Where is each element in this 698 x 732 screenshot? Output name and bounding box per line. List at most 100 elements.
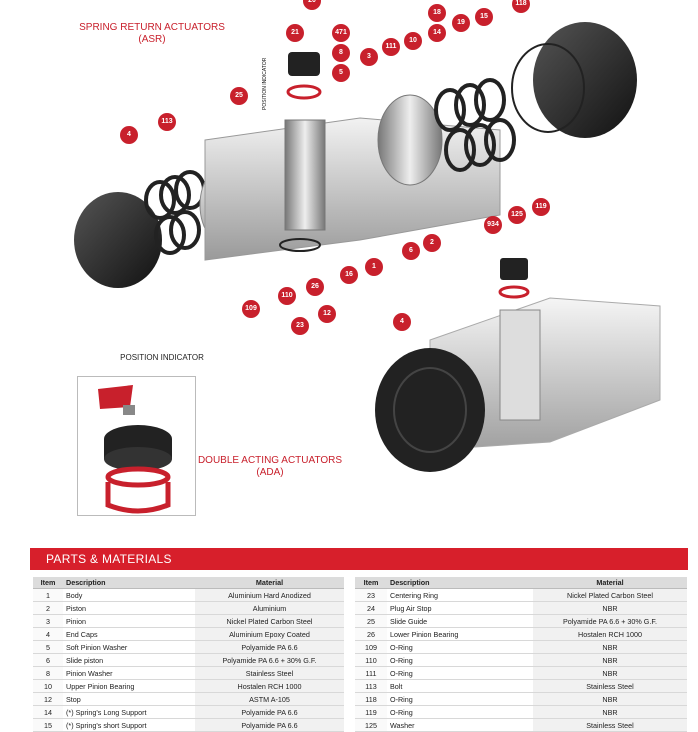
col-header-material: Material <box>195 577 344 589</box>
parts-materials-heading: PARTS & MATERIALS <box>30 548 688 570</box>
cell-item: 23 <box>355 588 387 602</box>
callout-111: 111 <box>382 38 400 56</box>
cell-description: Bolt <box>387 679 533 693</box>
cell-description: Piston <box>63 601 195 615</box>
col-header-item: Item <box>33 577 63 589</box>
cell-description: Centering Ring <box>387 588 533 602</box>
cell-material: Stainless Steel <box>533 718 687 732</box>
cell-material: Polyamide PA 6.6 <box>195 718 344 732</box>
cell-description: Slide piston <box>63 653 195 667</box>
ada-title-line2: (ADA) <box>256 467 284 478</box>
right-piston <box>377 94 443 186</box>
cell-material: Aluminium Epoxy Coated <box>195 627 344 641</box>
cell-material: Polyamide PA 6.6 + 30% G.F. <box>533 614 687 628</box>
col-header-description: Description <box>63 577 195 589</box>
callout-934: 934 <box>484 216 502 234</box>
cell-item: 125 <box>355 718 387 732</box>
col-header-item: Item <box>355 577 387 589</box>
col-header-description: Description <box>387 577 533 589</box>
callout-19: 19 <box>452 14 470 32</box>
callout-109: 109 <box>242 300 260 318</box>
position-indicator-title: POSITION INDICATOR <box>120 353 204 362</box>
cell-description: O-Ring <box>387 705 533 719</box>
left-end-cap <box>74 192 162 288</box>
asr-title-line2: (ASR) <box>138 34 166 45</box>
cell-item: 24 <box>355 601 387 615</box>
col-header-material: Material <box>533 577 687 589</box>
cell-material: NBR <box>533 601 687 615</box>
cell-material: Hostalen RCH 1000 <box>533 627 687 641</box>
callout-8: 8 <box>332 44 350 62</box>
asr-title-line1: SPRING RETURN ACTUATORS <box>79 22 225 33</box>
cell-description: Lower Pinion Bearing <box>387 627 533 641</box>
cell-item: 1 <box>33 588 63 602</box>
cell-item: 25 <box>355 614 387 628</box>
cell-description: Body <box>63 588 195 602</box>
cell-material: NBR <box>533 692 687 706</box>
cell-material: Polyamide PA 6.6 <box>195 640 344 654</box>
cell-material: Nickel Plated Carbon Steel <box>533 588 687 602</box>
right-end-cap <box>533 22 637 138</box>
pinion <box>284 119 326 231</box>
callout-6: 6 <box>402 242 420 260</box>
cell-item: 15 <box>33 718 63 732</box>
cell-description: Plug Air Stop <box>387 601 533 615</box>
cell-item: 119 <box>355 705 387 719</box>
cell-material: Polyamide PA 6.6 + 30% G.F. <box>195 653 344 667</box>
cell-material: ASTM A-105 <box>195 692 344 706</box>
callout-26: 26 <box>306 278 324 296</box>
cell-description: Slide Guide <box>387 614 533 628</box>
cell-description: Pinion Washer <box>63 666 195 680</box>
callout-10: 10 <box>404 32 422 50</box>
cell-material: Stainless Steel <box>195 666 344 680</box>
cell-material: NBR <box>533 705 687 719</box>
callout-113: 113 <box>158 113 176 131</box>
ada-title-line1: DOUBLE ACTING ACTUATORS <box>197 455 343 466</box>
cell-item: 10 <box>33 679 63 693</box>
cell-description: Upper Pinion Bearing <box>63 679 195 693</box>
cell-material: NBR <box>533 653 687 667</box>
cell-material: Polyamide PA 6.6 <box>195 705 344 719</box>
left-springs <box>144 170 206 255</box>
ada-illustration <box>375 258 661 472</box>
cell-description: O-Ring <box>387 653 533 667</box>
asr-title: SPRING RETURN ACTUATORS (ASR) <box>62 22 242 46</box>
centering-ring <box>286 84 322 100</box>
cell-description: End Caps <box>63 627 195 641</box>
cell-material: NBR <box>533 640 687 654</box>
callout-125: 125 <box>508 206 526 224</box>
cell-item: 2 <box>33 601 63 615</box>
callout-118: 118 <box>512 0 530 13</box>
callout-471: 471 <box>332 24 350 42</box>
callout-12: 12 <box>318 305 336 323</box>
cell-item: 110 <box>355 653 387 667</box>
callout-ada-4: 4 <box>393 313 411 331</box>
cell-item: 6 <box>33 653 63 667</box>
cell-item: 5 <box>33 640 63 654</box>
callout-25: 25 <box>230 87 248 105</box>
cell-material: Aluminium <box>195 601 344 615</box>
cell-item: 26 <box>355 627 387 641</box>
indicator-cap <box>288 52 320 76</box>
cell-item: 3 <box>33 614 63 628</box>
o-ring-118 <box>511 43 585 133</box>
position-indicator-box <box>77 376 196 516</box>
callout-4: 4 <box>120 126 138 144</box>
callout-16: 16 <box>340 266 358 284</box>
callout-110: 110 <box>278 287 296 305</box>
cell-item: 4 <box>33 627 63 641</box>
